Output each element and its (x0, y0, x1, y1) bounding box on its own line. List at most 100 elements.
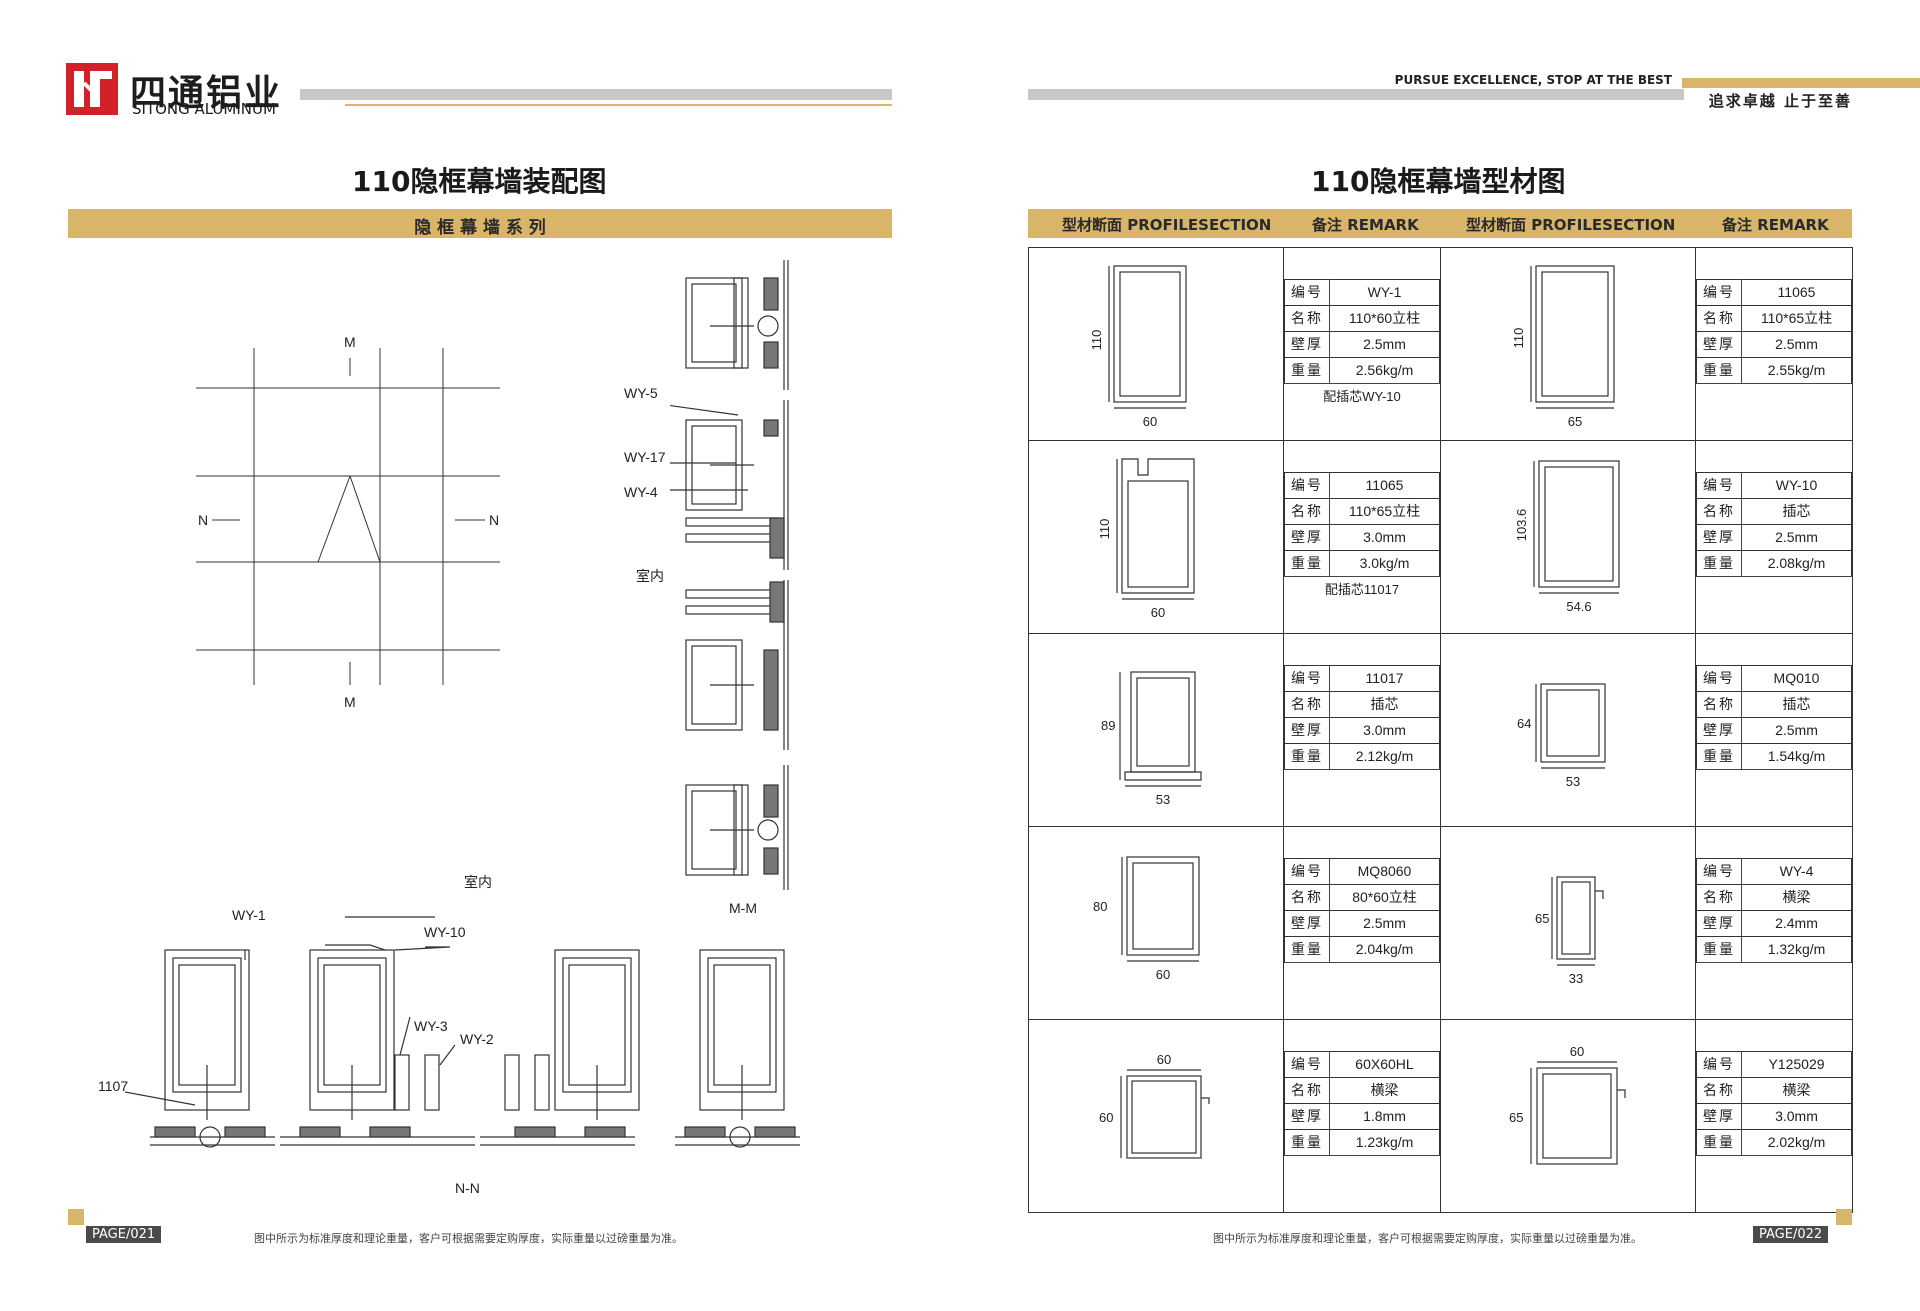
header-remark-a: 备注 REMARK (1312, 216, 1419, 234)
value-code: Y125029 (1741, 1050, 1852, 1078)
key-wall: 壁厚 (1284, 909, 1330, 937)
value-weight: 1.23kg/m (1329, 1128, 1440, 1156)
left-footer-mark (68, 1209, 84, 1225)
label-wy3: WY-3 (414, 1018, 448, 1034)
key-name: 名称 (1696, 304, 1742, 332)
key-weight: 重量 (1284, 1128, 1330, 1156)
key-wall: 壁厚 (1696, 523, 1742, 551)
key-name: 名称 (1284, 497, 1330, 525)
header-profile-a: 型材断面 PROFILESECTION (1062, 216, 1272, 234)
key-code: 编号 (1284, 857, 1330, 885)
label-m-bottom: M (344, 694, 356, 710)
insert-note (1696, 770, 1852, 796)
key-weight: 重量 (1696, 935, 1742, 963)
dim-w: 60 (1157, 1052, 1171, 1067)
insert-note (1284, 963, 1440, 989)
dim-h: 65 (1509, 1110, 1523, 1125)
label-m-top: M (344, 334, 356, 350)
value-wall: 2.5mm (1741, 330, 1852, 358)
key-code: 编号 (1284, 664, 1330, 692)
header-rule-grey-left (300, 89, 892, 100)
value-code: WY-4 (1741, 857, 1852, 885)
label-nn: N-N (455, 1180, 480, 1196)
profile-drawing-cell: 103.6 54.6 (1440, 440, 1696, 634)
dim-w: 53 (1566, 774, 1580, 789)
sitong-logo-icon (66, 63, 118, 115)
profile-drawing-cell: 89 53 (1028, 633, 1284, 827)
value-name: 110*60立柱 (1329, 304, 1440, 332)
value-wall: 2.5mm (1329, 330, 1440, 358)
value-wall: 2.5mm (1741, 523, 1852, 551)
dim-h: 60 (1099, 1110, 1113, 1125)
mm-section-drawing (670, 260, 789, 890)
value-name: 110*65立柱 (1741, 304, 1852, 332)
key-weight: 重量 (1284, 935, 1330, 963)
slogan-en: PURSUE EXCELLENCE, STOP AT THE BEST (1394, 73, 1672, 87)
label-n-right: N (489, 512, 500, 528)
value-wall: 2.5mm (1329, 909, 1440, 937)
key-name: 名称 (1284, 883, 1330, 911)
profile-11065b-drawing: 110 60 (1097, 458, 1195, 620)
dim-h: 64 (1517, 716, 1531, 731)
value-code: 60X60HL (1329, 1050, 1440, 1078)
value-name: 横梁 (1329, 1076, 1440, 1104)
key-wall: 壁厚 (1696, 716, 1742, 744)
value-name: 插芯 (1741, 497, 1852, 525)
key-weight: 重量 (1696, 1128, 1742, 1156)
dim-h: 110 (1097, 519, 1112, 540)
nn-section-drawing (124, 916, 800, 1148)
insert-note (1284, 1156, 1440, 1182)
key-wall: 壁厚 (1696, 330, 1742, 358)
key-code: 编号 (1284, 278, 1330, 306)
key-name: 名称 (1696, 690, 1742, 718)
profile-drawing-cell: 110 65 (1440, 247, 1696, 441)
dim-w: 65 (1568, 414, 1582, 429)
profile-drawing-cell: 65 33 (1440, 826, 1696, 1020)
key-wall: 壁厚 (1284, 1102, 1330, 1130)
key-wall: 壁厚 (1284, 330, 1330, 358)
profile-drawing-cell: 64 53 (1440, 633, 1696, 827)
value-code: 11065 (1329, 471, 1440, 499)
value-code: MQ010 (1741, 664, 1852, 692)
header-rule-gold-left (345, 104, 892, 106)
left-series-band-label: 隐 框 幕 墙 系 列 (414, 218, 546, 238)
value-code: 11017 (1329, 664, 1440, 692)
key-name: 名称 (1284, 690, 1330, 718)
dim-w: 33 (1569, 971, 1583, 986)
dim-w: 54.6 (1566, 599, 1591, 614)
value-weight: 1.32kg/m (1741, 935, 1852, 963)
key-weight: 重量 (1696, 356, 1742, 384)
profile-drawing-cell: 60 65 (1440, 1019, 1696, 1213)
profile-wy4-drawing: 65 33 (1535, 876, 1604, 986)
right-page-number: PAGE/022 (1753, 1226, 1829, 1243)
label-indoor-bottom: 室内 (464, 874, 492, 890)
left-page-title: 110隐框幕墙装配图 (352, 165, 607, 198)
key-wall: 壁厚 (1696, 909, 1742, 937)
key-code: 编号 (1284, 471, 1330, 499)
key-weight: 重量 (1696, 549, 1742, 577)
profile-11065-drawing: 110 65 (1511, 265, 1615, 429)
dim-w: 60 (1156, 967, 1170, 982)
right-header-band: 型材断面 PROFILESECTION 备注 REMARK 型材断面 PROFI… (1028, 209, 1852, 238)
right-footer-mark (1836, 1209, 1852, 1225)
value-wall: 2.5mm (1741, 716, 1852, 744)
value-weight: 2.12kg/m (1329, 742, 1440, 770)
label-wy10: WY-10 (424, 924, 466, 940)
key-code: 编号 (1696, 278, 1742, 306)
key-name: 名称 (1284, 304, 1330, 332)
header-remark-b: 备注 REMARK (1722, 216, 1829, 234)
label-wy2: WY-2 (460, 1031, 494, 1047)
